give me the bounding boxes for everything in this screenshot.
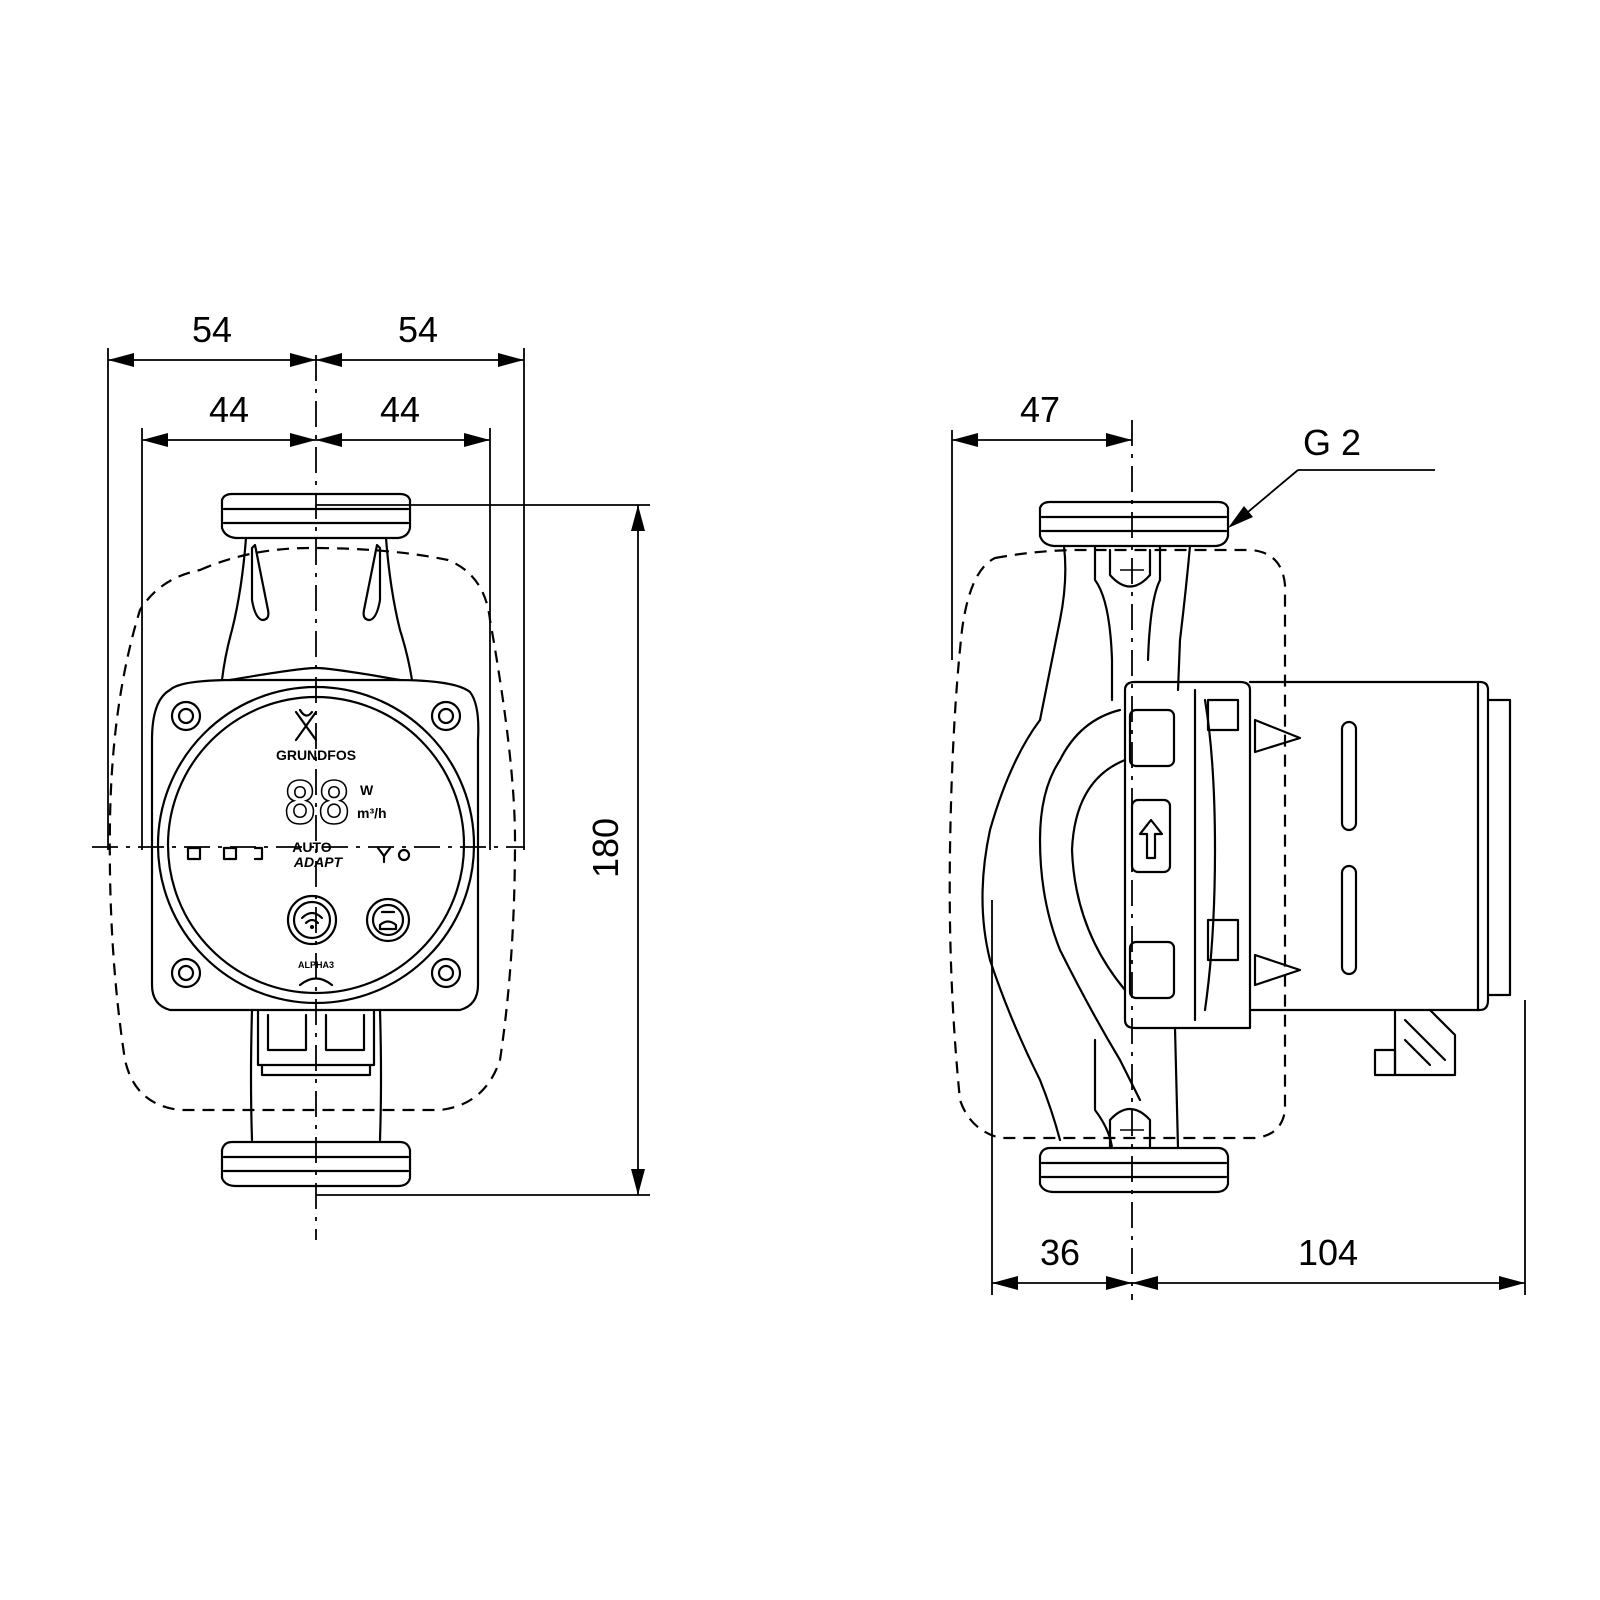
dim-overall-height: [316, 504, 650, 1196]
front-envelope-outline: [108, 546, 517, 1112]
dim-label-180: 180: [585, 818, 626, 878]
wireless-icon: [376, 846, 392, 864]
brand-label: GRUNDFOS: [276, 747, 356, 763]
dim-side-top-width: [951, 430, 1132, 660]
dim-label-44-left: 44: [209, 389, 249, 430]
wireless-button[interactable]: [286, 894, 338, 946]
mode-select-button[interactable]: [365, 897, 411, 943]
side-cable-plug: [1373, 1008, 1457, 1077]
dim-label-g2: G 2: [1303, 422, 1361, 463]
wireless-button-icon: [300, 911, 324, 925]
side-bottom-connector: [1038, 1146, 1230, 1194]
mode-icons: [186, 846, 411, 864]
display-unit-flow: m³/h: [357, 805, 387, 821]
side-motor-housing: [1248, 680, 1512, 1012]
display-digits: 88: [283, 769, 351, 837]
mode-label-adapt: ADAPT: [293, 854, 344, 870]
radiator-icon: [186, 846, 202, 861]
dim-inner-half-widths: [141, 428, 491, 850]
power-icon: [397, 848, 411, 862]
floor-heating-icon: [222, 846, 238, 861]
side-view: 47 G 2 36 104: [948, 389, 1526, 1300]
front-view: GRUNDFOS 88 W m³/h AUTO ADAPT ALPHA3: [92, 309, 650, 1240]
front-lower-neck: [249, 1008, 383, 1142]
dim-label-44-right: 44: [380, 389, 420, 430]
flow-direction-arrow-icon: [1138, 818, 1164, 860]
front-bolt-holes: [170, 700, 462, 989]
display-unit-power: W: [360, 782, 374, 798]
front-upper-neck: [220, 536, 414, 682]
mode-select-button-icon: [378, 910, 398, 931]
dim-label-104: 104: [1298, 1232, 1358, 1273]
side-motor-flange: [1123, 680, 1252, 1030]
constant-curve-icon: [253, 846, 264, 861]
dim-side-bottom-widths: [991, 900, 1526, 1295]
dim-label-36: 36: [1040, 1232, 1080, 1273]
grundfos-logo-icon: [294, 708, 318, 742]
dim-label-54-right: 54: [398, 309, 438, 350]
dim-outer-half-widths: [107, 348, 525, 850]
dim-label-47: 47: [1020, 389, 1060, 430]
side-envelope-outline: [948, 548, 1287, 1140]
side-pump-volute: [981, 718, 1062, 1142]
thread-callout: [1228, 469, 1435, 528]
side-top-connector: [1038, 500, 1230, 548]
dim-label-54-left: 54: [192, 309, 232, 350]
